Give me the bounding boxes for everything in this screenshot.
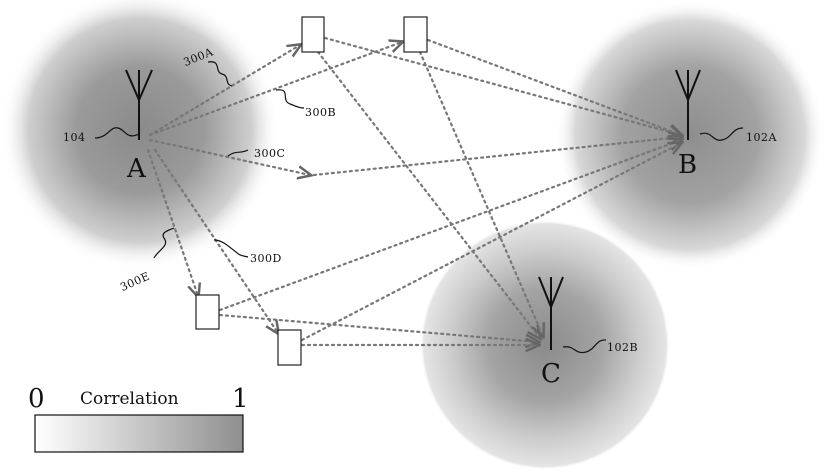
correlation-zone-c bbox=[420, 220, 670, 470]
path-r2-to-b bbox=[426, 38, 681, 135]
reflector-5 bbox=[195, 294, 220, 330]
legend-color-bar bbox=[34, 414, 244, 453]
path-r1-to-c bbox=[316, 50, 540, 338]
correlation-zone-b bbox=[555, 0, 825, 270]
path-r5-to-b bbox=[218, 140, 681, 312]
leader-300d bbox=[213, 239, 249, 258]
leader-300c bbox=[227, 149, 249, 157]
ref-102b: 102B bbox=[607, 341, 638, 354]
leader-104 bbox=[94, 127, 140, 139]
leader-102b bbox=[562, 339, 607, 354]
node-c-label: C bbox=[541, 359, 561, 389]
leader-102a bbox=[699, 127, 744, 141]
legend-min-label: 0 bbox=[28, 384, 45, 414]
path-a-to-r1 bbox=[148, 45, 300, 137]
path-label-300d: 300D bbox=[250, 252, 282, 265]
correlation-legend: 0 Correlation 1 bbox=[28, 384, 249, 453]
leader-300b bbox=[275, 89, 305, 109]
path-a-to-r5 bbox=[146, 148, 198, 296]
path-r3-to-b bbox=[312, 137, 681, 177]
leader-300a bbox=[207, 61, 233, 87]
legend-max-label: 1 bbox=[232, 384, 249, 414]
ref-104: 104 bbox=[63, 131, 86, 144]
antenna-b-icon bbox=[675, 69, 701, 140]
path-r1-to-b bbox=[323, 36, 681, 135]
ref-102a: 102A bbox=[746, 131, 777, 144]
path-r2-to-c bbox=[418, 50, 543, 336]
node-a-label: A bbox=[126, 154, 147, 184]
path-a-to-r4 bbox=[153, 148, 278, 333]
reflectors bbox=[195, 16, 428, 366]
path-label-300c: 300C bbox=[254, 147, 285, 160]
leader-300e bbox=[153, 227, 175, 259]
propagation-paths bbox=[146, 36, 681, 345]
antenna-c-icon bbox=[538, 276, 564, 350]
path-r4-to-b bbox=[300, 143, 681, 342]
reflector-2 bbox=[403, 16, 428, 53]
legend-title: Correlation bbox=[80, 389, 179, 409]
path-a-to-r2 bbox=[148, 42, 402, 137]
antenna-a-icon bbox=[125, 69, 153, 140]
node-b-label: B bbox=[678, 150, 697, 180]
path-label-300e: 300E bbox=[118, 270, 152, 294]
path-r5-to-c bbox=[218, 313, 538, 342]
reflector-4 bbox=[277, 329, 302, 366]
path-label-300b: 300B bbox=[305, 106, 336, 119]
reflector-1 bbox=[301, 16, 325, 53]
